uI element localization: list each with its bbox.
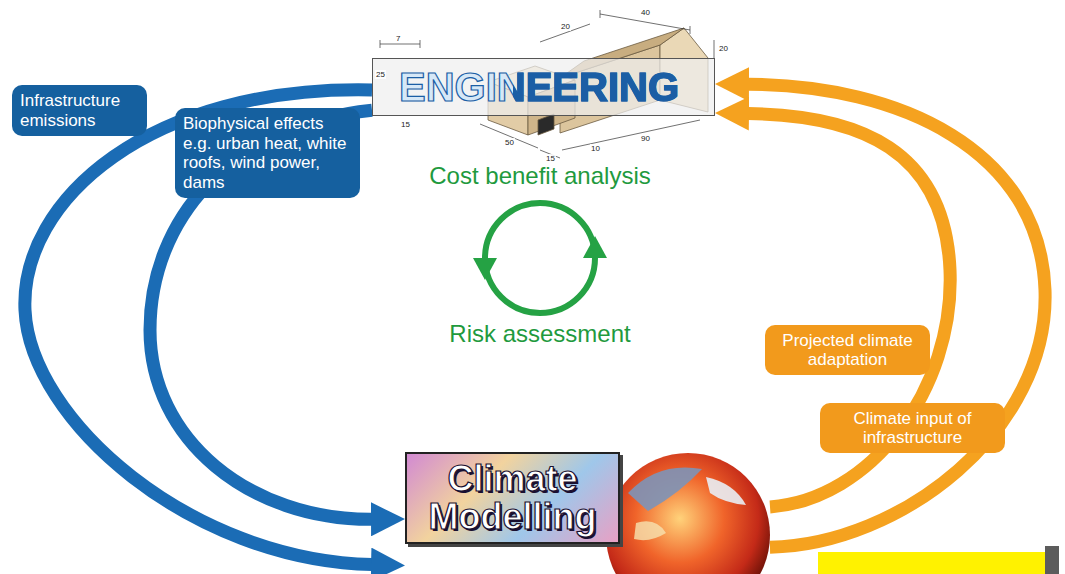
globe-patch	[706, 477, 746, 505]
callout-box: Infrastructure emissions	[12, 85, 147, 136]
dimension: 50	[504, 138, 515, 147]
dimension-line	[600, 10, 601, 18]
yellow-bar	[818, 546, 1059, 574]
engineering-logo: ENGINEERING	[372, 58, 715, 116]
dimension: 25	[375, 70, 386, 79]
node-text: Biophysical effects e.g. urban heat, whi…	[183, 114, 352, 192]
dimension: 10	[590, 144, 601, 153]
dimension: 15	[545, 154, 556, 163]
globe-illustration	[606, 453, 770, 574]
cycle-label: Risk assessment	[449, 320, 630, 348]
globe-patch	[634, 521, 666, 540]
dimension: 20	[560, 22, 571, 31]
node-text: ENGINEERING	[399, 63, 706, 111]
dimension: 20	[718, 44, 729, 53]
house-door	[538, 114, 554, 135]
dimension-line	[420, 40, 421, 48]
dimension-line	[380, 44, 420, 45]
node-text: Projected climate adaptation	[773, 331, 922, 369]
node-text: Climate Modelling	[410, 460, 615, 536]
callout-box: Biophysical effects e.g. urban heat, whi…	[175, 108, 360, 198]
dimension: 40	[640, 8, 651, 17]
cycle-circle	[485, 203, 595, 313]
callout-box: Climate input of infrastructure	[820, 403, 1005, 453]
dimension-line	[714, 40, 715, 58]
title-panel: Climate Modelling	[405, 452, 620, 544]
yellow-rectangle	[818, 552, 1045, 574]
dimension-line	[690, 26, 691, 34]
callout-box: Projected climate adaptation	[765, 325, 930, 375]
cycle-arrowhead	[473, 258, 497, 280]
dimension-line	[562, 120, 700, 150]
dimension-line	[480, 124, 538, 148]
cycle-label: Cost benefit analysis	[429, 162, 650, 190]
dimension: 90	[640, 134, 651, 143]
globe	[606, 453, 770, 574]
cycle-symbol	[473, 203, 607, 313]
globe-patch	[628, 467, 702, 511]
flow-arrow	[748, 84, 1045, 547]
cycle-arrowhead	[583, 236, 607, 258]
node-text: Climate input of infrastructure	[828, 409, 997, 447]
dimension-line	[380, 40, 381, 48]
bar-shadow	[1045, 546, 1059, 574]
dimension-lines	[380, 10, 714, 158]
dimension: 15	[400, 120, 411, 129]
dimension: 7	[395, 34, 401, 43]
climate-modelling-panel: Climate Modelling	[405, 452, 770, 574]
node-text: Infrastructure emissions	[20, 91, 139, 130]
flow-arrow	[25, 90, 372, 565]
